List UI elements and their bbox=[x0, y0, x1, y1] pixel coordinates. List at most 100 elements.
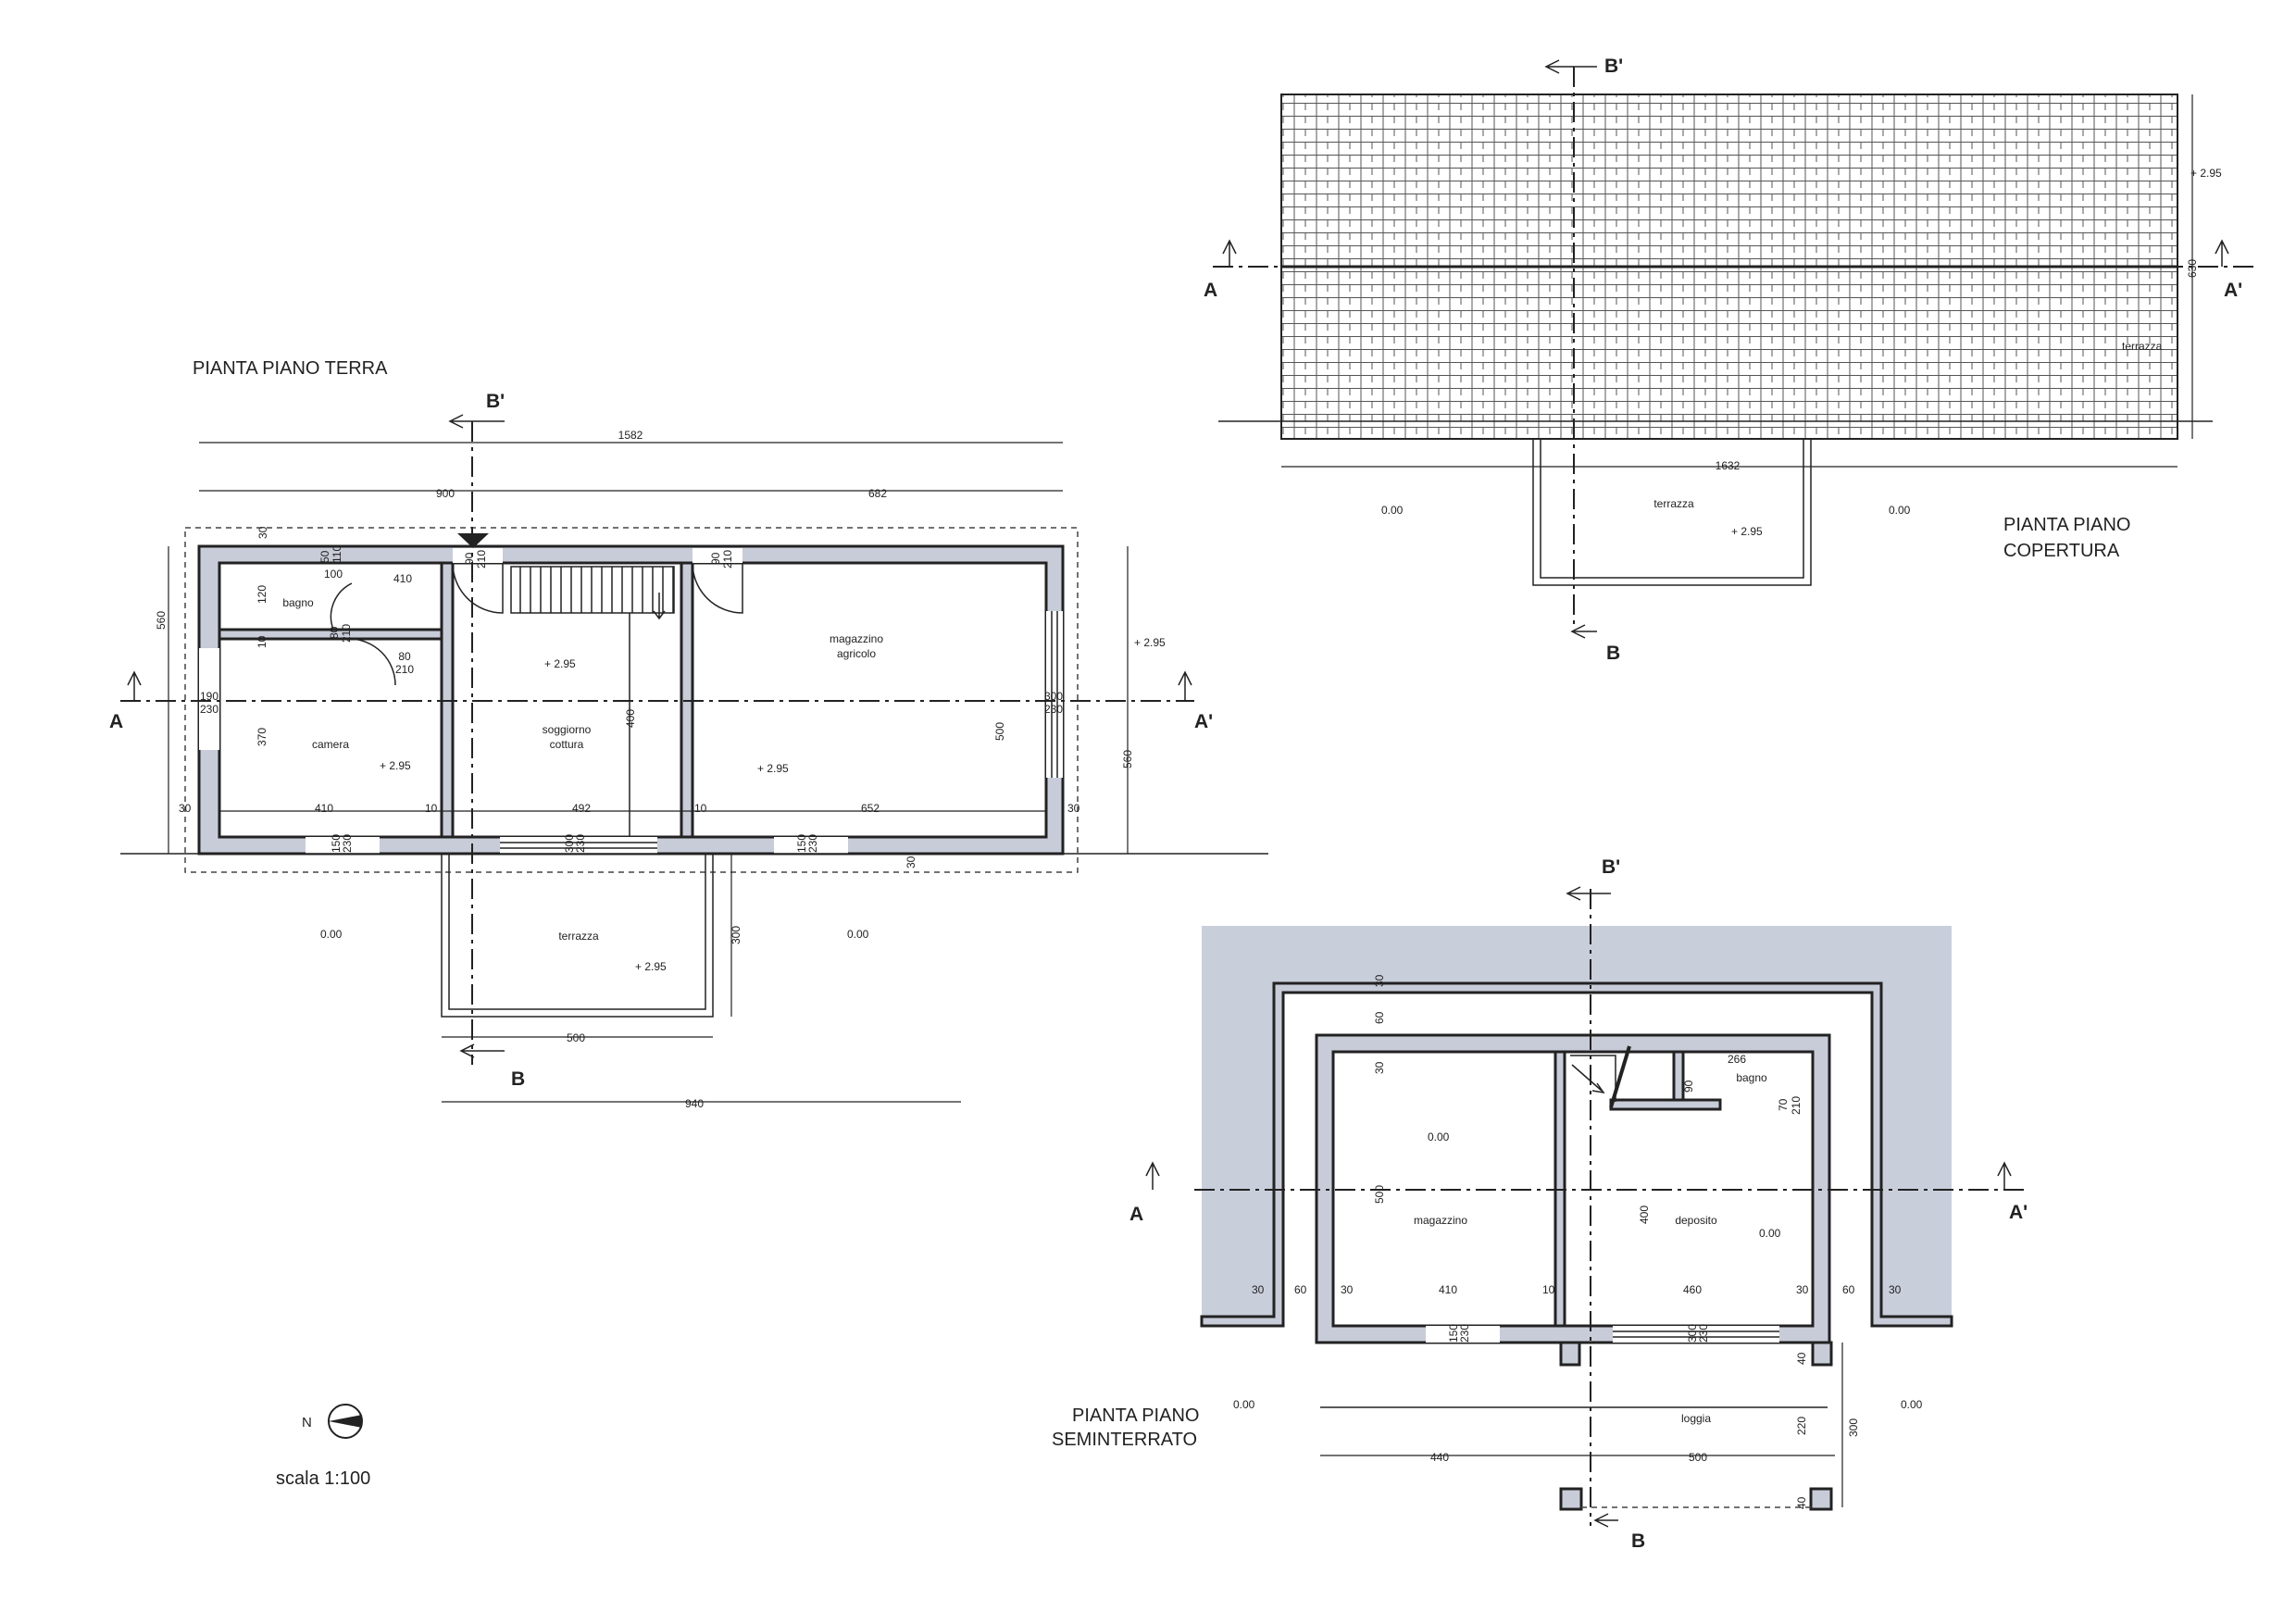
roof-level-center: + 2.95 bbox=[1731, 525, 1763, 538]
ground-entrance-marker bbox=[457, 533, 489, 548]
ground-section-a-prime: A' bbox=[1194, 711, 1213, 732]
basement-dim-door-70: 70 bbox=[1777, 1098, 1790, 1111]
ground-terrace bbox=[441, 854, 714, 1018]
ground-door-swing-entrance bbox=[452, 562, 504, 614]
basement-level-deposito: 0.00 bbox=[1759, 1227, 1781, 1240]
ground-level-outside-left: 0.00 bbox=[320, 928, 343, 941]
basement-retaining-wall bbox=[1200, 981, 1953, 1328]
roof-dim-depth: 630 bbox=[2186, 259, 2199, 278]
basement-dim-bagno-266: 266 bbox=[1728, 1053, 1746, 1066]
ground-dim-camera-w: 410 bbox=[315, 802, 333, 815]
roof-section-a-prime: A' bbox=[2224, 280, 2242, 301]
ground-dim-depth-right: 560 bbox=[1121, 750, 1134, 768]
ground-dim-bagno-sub: 100 bbox=[324, 568, 343, 581]
basement-plan: A A' B' B magazzino deposito bagno loggi… bbox=[1052, 856, 2028, 1552]
ground-dim-win-150a: 150 bbox=[330, 834, 343, 853]
ground-dim-wall-30b: 30 bbox=[1067, 802, 1080, 815]
north-label: N bbox=[302, 1415, 312, 1430]
ground-dim-win-230d: 230 bbox=[574, 834, 587, 853]
basement-section-a: A bbox=[1129, 1204, 1143, 1225]
ground-wall-bagno bbox=[218, 628, 443, 641]
basement-dim-top-30: 30 bbox=[1373, 974, 1386, 987]
ground-window-magazzino bbox=[774, 837, 848, 854]
ground-dim-win-50: 50 bbox=[318, 550, 331, 563]
basement-dim-w-60b: 60 bbox=[1842, 1283, 1855, 1296]
ground-dim-wall-30d: 30 bbox=[905, 856, 917, 868]
basement-room-loggia: loggia bbox=[1681, 1412, 1711, 1425]
basement-room-deposito: deposito bbox=[1675, 1214, 1717, 1227]
ground-dim-wall-30c: 30 bbox=[256, 526, 269, 539]
ground-dim-win-300b: 300 bbox=[563, 834, 576, 853]
ground-dim-door-210b: 210 bbox=[395, 663, 414, 676]
ground-dim-win-230a: 230 bbox=[200, 703, 218, 716]
basement-title-2: SEMINTERRATO bbox=[1052, 1430, 1197, 1450]
roof-terrazza-note: terrazza bbox=[2122, 340, 2163, 353]
ground-dim-door-80a: 80 bbox=[328, 626, 341, 639]
ground-dim-wall-10a: 10 bbox=[425, 802, 438, 815]
ground-dim-wall-30a: 30 bbox=[179, 802, 192, 815]
ground-magazzino-door-gap bbox=[693, 548, 742, 563]
ground-dim-overall-940: 940 bbox=[685, 1097, 704, 1110]
basement-dim-stair-400: 400 bbox=[1638, 1206, 1651, 1224]
basement-dim-in-30: 30 bbox=[1373, 1061, 1386, 1074]
ground-dim-win-150b: 150 bbox=[795, 834, 808, 853]
ground-window-soggiorno bbox=[500, 837, 657, 854]
ground-window-camera bbox=[306, 837, 380, 854]
basement-level-magazzino: 0.00 bbox=[1428, 1131, 1450, 1143]
ground-dim-magazzino-w: 652 bbox=[861, 802, 880, 815]
ground-dim-door-90a: 90 bbox=[463, 552, 476, 565]
basement-level-right: 0.00 bbox=[1901, 1398, 1923, 1411]
roof-terrace bbox=[1532, 439, 1812, 586]
roof-section-a: A bbox=[1204, 280, 1217, 301]
ground-entrance-gap bbox=[453, 548, 503, 563]
roof-level-right-out: 0.00 bbox=[1889, 504, 1911, 517]
roof-section-b-prime: B' bbox=[1604, 56, 1623, 77]
roof-dim-width: 1632 bbox=[1716, 459, 1741, 472]
ground-dim-depth-left: 560 bbox=[155, 611, 168, 630]
ground-dim-left: 900 bbox=[436, 487, 455, 500]
ground-section-b-prime: B' bbox=[486, 391, 505, 412]
ground-stair bbox=[510, 566, 675, 837]
roof-title-1: PIANTA PIANO bbox=[2003, 515, 2130, 535]
basement-bagno-wall bbox=[1609, 1098, 1722, 1111]
basement-bagno-side bbox=[1672, 1050, 1685, 1102]
roof-level-right: + 2.95 bbox=[2190, 167, 2222, 180]
ground-dim-door-210c: 210 bbox=[475, 550, 488, 568]
ground-dim-terrace-w: 500 bbox=[567, 1031, 585, 1044]
ground-dim-door-210a: 210 bbox=[340, 624, 353, 643]
basement-dim-p-40b: 40 bbox=[1795, 1496, 1808, 1509]
basement-dim-w-60a: 60 bbox=[1294, 1283, 1307, 1296]
roof-level-left: 0.00 bbox=[1381, 504, 1404, 517]
ground-level-camera: + 2.95 bbox=[380, 759, 411, 772]
basement-dim-win-150: 150 bbox=[1447, 1324, 1460, 1343]
ground-room-bagno: bagno bbox=[282, 596, 314, 609]
basement-room-bagno: bagno bbox=[1736, 1071, 1767, 1084]
basement-dim-win-230b: 230 bbox=[1697, 1324, 1710, 1343]
ground-room-terrazza: terrazza bbox=[558, 930, 599, 943]
ground-level-right: + 2.95 bbox=[1134, 636, 1166, 649]
basement-dim-b-500: 500 bbox=[1689, 1451, 1707, 1464]
ground-level-terrazza: + 2.95 bbox=[635, 960, 667, 973]
ground-level-outside-right: 0.00 bbox=[847, 928, 869, 941]
basement-window-magazzino bbox=[1426, 1326, 1500, 1343]
ground-dim-soggiorno-w: 492 bbox=[572, 802, 591, 815]
north-arrow: N bbox=[302, 1404, 363, 1439]
ground-dim-door-90b: 90 bbox=[709, 552, 722, 565]
basement-dim-w-410: 410 bbox=[1439, 1283, 1457, 1296]
ground-dim-right: 682 bbox=[868, 487, 887, 500]
basement-dim-height-500: 500 bbox=[1373, 1185, 1386, 1204]
ground-room-cottura: cottura bbox=[550, 738, 584, 751]
ground-dim-win-230e: 230 bbox=[806, 834, 819, 853]
basement-window-deposito bbox=[1613, 1326, 1779, 1343]
roof-terrazza-label: terrazza bbox=[1653, 497, 1694, 510]
loggia-pillar-right bbox=[1809, 1487, 1833, 1511]
basement-dim-bagno-90: 90 bbox=[1682, 1080, 1695, 1093]
basement-dim-w-460: 460 bbox=[1683, 1283, 1702, 1296]
ground-dim-wall-10b: 10 bbox=[694, 802, 707, 815]
basement-dim-w-30c: 30 bbox=[1796, 1283, 1809, 1296]
basement-dim-w-30a: 30 bbox=[1252, 1283, 1265, 1296]
ground-door-swing-camera bbox=[348, 638, 396, 686]
ground-floor-plan: PIANTA PIANO TERRA bbox=[109, 358, 1268, 1110]
ground-dim-win-110: 110 bbox=[331, 545, 343, 563]
